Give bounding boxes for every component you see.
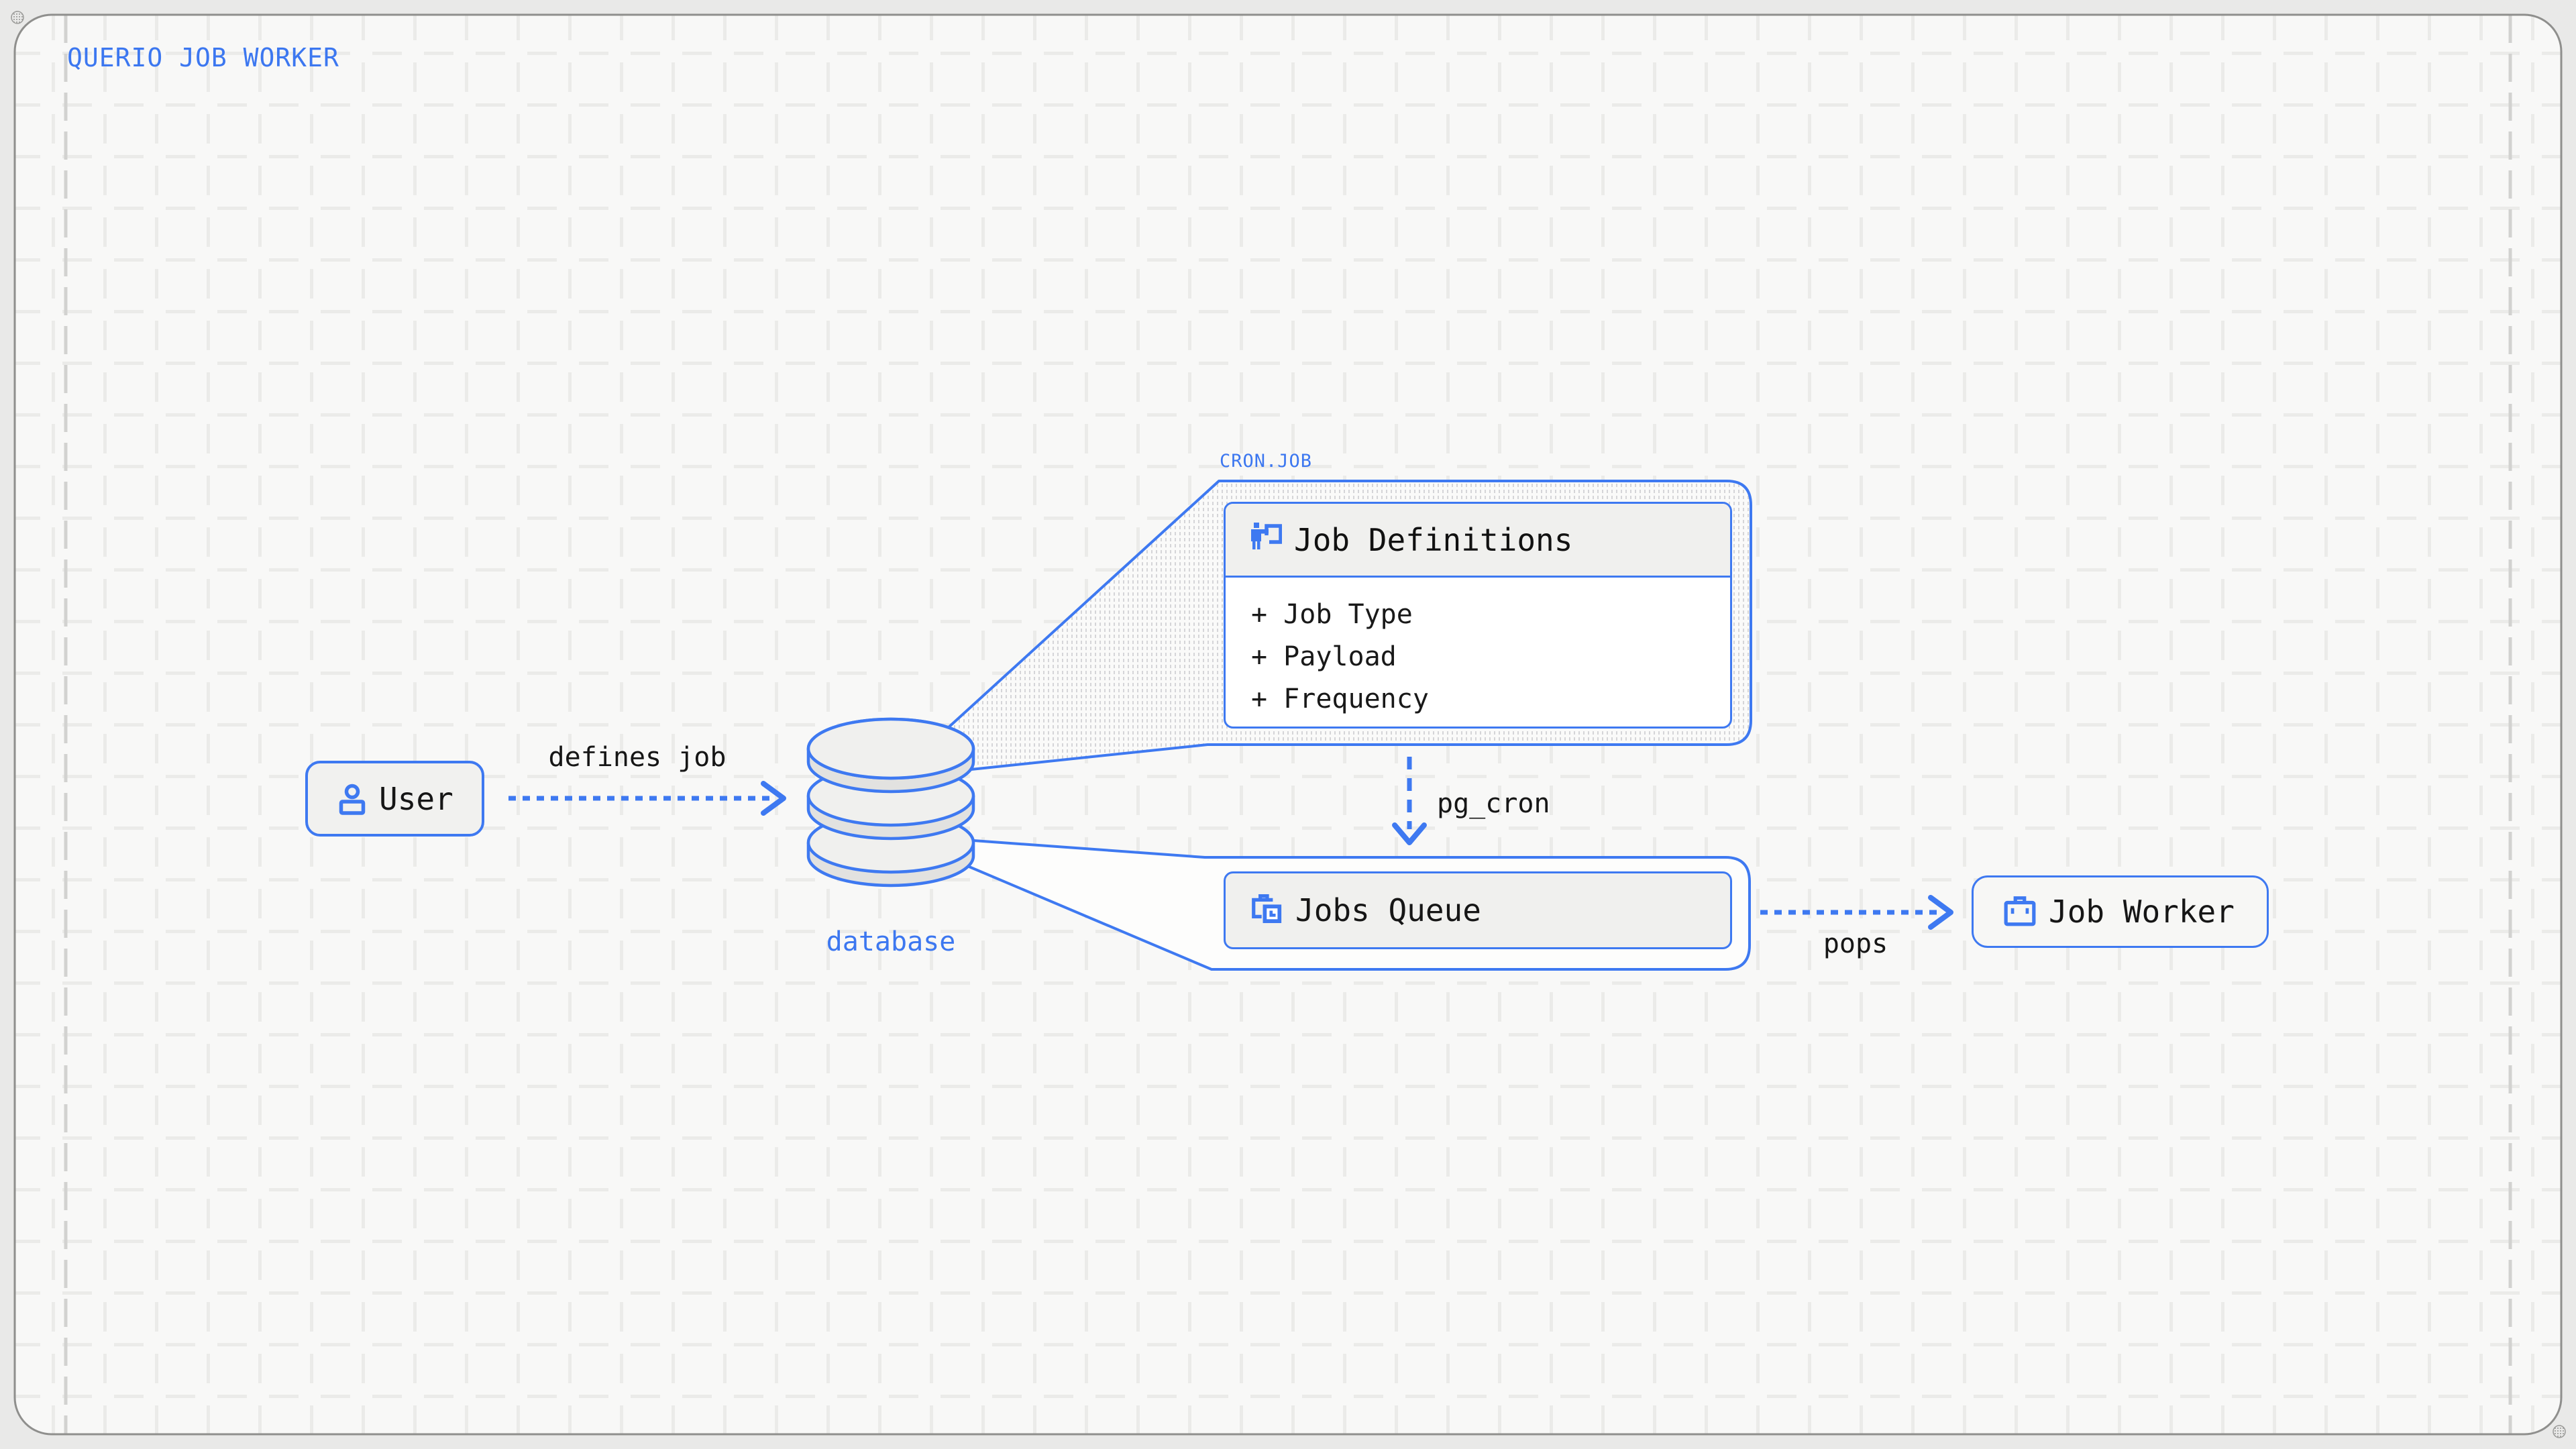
node-user[interactable]: User: [305, 761, 484, 837]
edge-label-pg-cron: pg_cron: [1437, 788, 1550, 819]
edge-pg-cron: [1392, 757, 1427, 845]
group-cron-job-label: CRON.JOB: [1220, 451, 1313, 472]
diagram-title: QUERIO JOB WORKER: [67, 43, 339, 72]
field-frequency: + Frequency: [1251, 684, 1429, 714]
node-job-worker-label: Job Worker: [2049, 894, 2235, 930]
arrowhead-right: [761, 781, 786, 816]
arrowhead-down: [1392, 822, 1427, 845]
node-job-definitions-label: Job Definitions: [1294, 521, 1573, 558]
job-definitions-header: Job Definitions: [1226, 504, 1730, 578]
corner-sphere-icon: [11, 11, 24, 24]
field-job-type: + Job Type: [1251, 599, 1413, 630]
edge-defines-job: [508, 781, 786, 816]
edge-label-defines-job: defines job: [548, 742, 727, 773]
edge-pops: [1760, 895, 1953, 930]
node-jobs-queue[interactable]: Jobs Queue: [1224, 871, 1732, 949]
user-icon: [336, 783, 368, 815]
node-jobs-queue-label: Jobs Queue: [1295, 892, 1481, 928]
corner-sphere-icon: [2553, 1425, 2566, 1438]
presenter-flag-icon: [1250, 522, 1283, 557]
field-payload: + Payload: [1251, 641, 1397, 672]
node-user-label: User: [379, 780, 453, 817]
job-definitions-fields: + Job Type + Payload + Frequency: [1226, 578, 1730, 720]
canvas-frame: [13, 13, 2563, 1436]
node-job-definitions[interactable]: Job Definitions + Job Type + Payload + F…: [1224, 502, 1732, 729]
edge-label-pops: pops: [1823, 928, 1888, 959]
database-cylinder[interactable]: [806, 717, 975, 888]
node-database-label: database: [826, 926, 956, 957]
arrowhead-right: [1928, 895, 1953, 930]
briefcase-icon: [2003, 895, 2037, 928]
cylinder-disc-top: [806, 717, 975, 794]
node-job-worker[interactable]: Job Worker: [1972, 875, 2269, 948]
briefcase-clock-icon: [1250, 894, 1283, 927]
